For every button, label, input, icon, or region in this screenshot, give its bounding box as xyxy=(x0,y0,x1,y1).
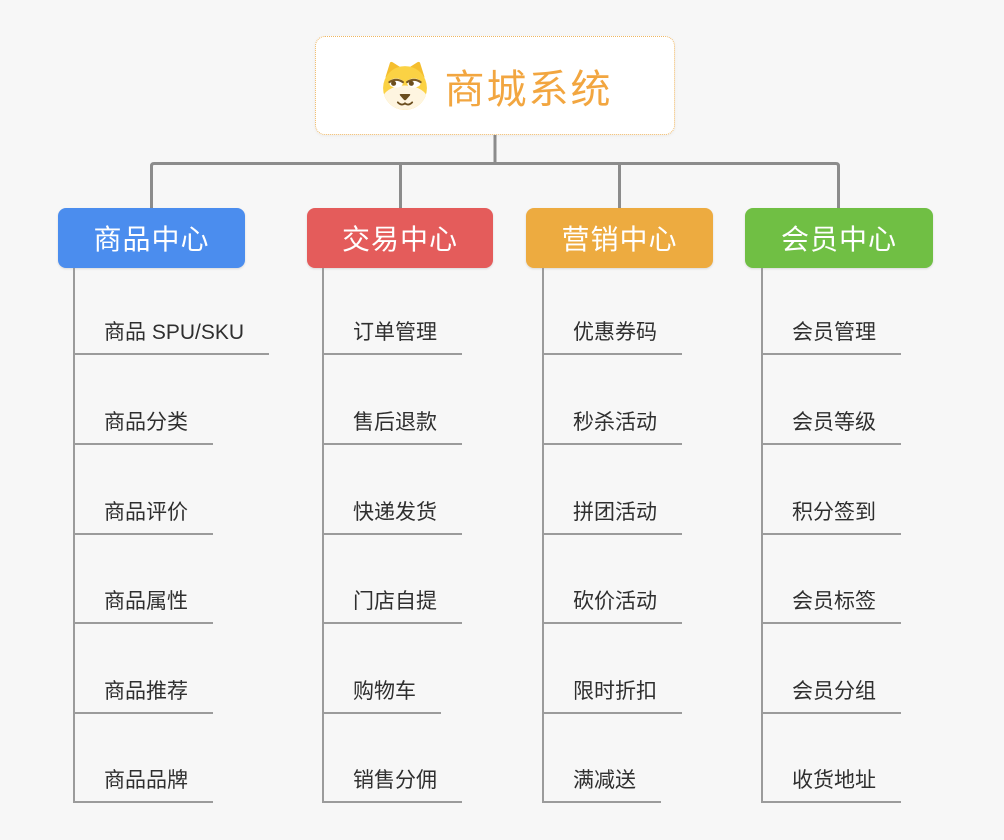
leaf-node[interactable]: 收货地址 xyxy=(761,766,901,803)
leaf-node[interactable]: 售后退款 xyxy=(322,408,462,445)
leaf-node[interactable]: 满减送 xyxy=(542,766,661,803)
branch-node-transaction-center[interactable]: 交易中心 xyxy=(307,208,493,268)
leaf-node[interactable]: 砍价活动 xyxy=(542,587,682,624)
leaf-node[interactable]: 会员等级 xyxy=(761,408,901,445)
dog-icon xyxy=(382,61,427,110)
leaf-node[interactable]: 商品分类 xyxy=(73,408,213,445)
leaf-node[interactable]: 商品属性 xyxy=(73,587,213,624)
leaf-node[interactable]: 订单管理 xyxy=(322,318,462,355)
root-node[interactable]: 商城系统 xyxy=(315,36,675,135)
leaf-node[interactable]: 商品 SPU/SKU xyxy=(73,318,270,355)
branch-rail xyxy=(761,268,763,803)
leaf-node[interactable]: 会员管理 xyxy=(761,318,901,355)
branch-rail xyxy=(542,268,544,803)
leaf-node[interactable]: 会员分组 xyxy=(761,677,901,714)
leaf-node[interactable]: 积分签到 xyxy=(761,498,901,535)
leaf-node[interactable]: 门店自提 xyxy=(322,587,462,624)
leaf-node[interactable]: 会员标签 xyxy=(761,587,901,624)
leaf-node[interactable]: 销售分佣 xyxy=(322,766,462,803)
leaf-node[interactable]: 拼团活动 xyxy=(542,498,682,535)
leaf-node[interactable]: 优惠券码 xyxy=(542,318,682,355)
leaf-node[interactable]: 商品评价 xyxy=(73,498,213,535)
leaf-node[interactable]: 商品品牌 xyxy=(73,766,213,803)
branch-rail xyxy=(73,268,75,803)
root-title: 商城系统 xyxy=(444,67,613,112)
branch-node-member-center[interactable]: 会员中心 xyxy=(745,208,933,268)
leaf-node[interactable]: 秒杀活动 xyxy=(542,408,682,445)
branch-node-marketing-center[interactable]: 营销中心 xyxy=(526,208,713,268)
branch-node-product-center[interactable]: 商品中心 xyxy=(58,208,245,268)
leaf-node[interactable]: 快递发货 xyxy=(322,498,462,535)
leaf-node[interactable]: 购物车 xyxy=(322,677,441,714)
branch-rail xyxy=(322,268,324,803)
leaf-node[interactable]: 限时折扣 xyxy=(542,677,682,714)
connector-path xyxy=(150,133,840,210)
leaf-node[interactable]: 商品推荐 xyxy=(73,677,213,714)
